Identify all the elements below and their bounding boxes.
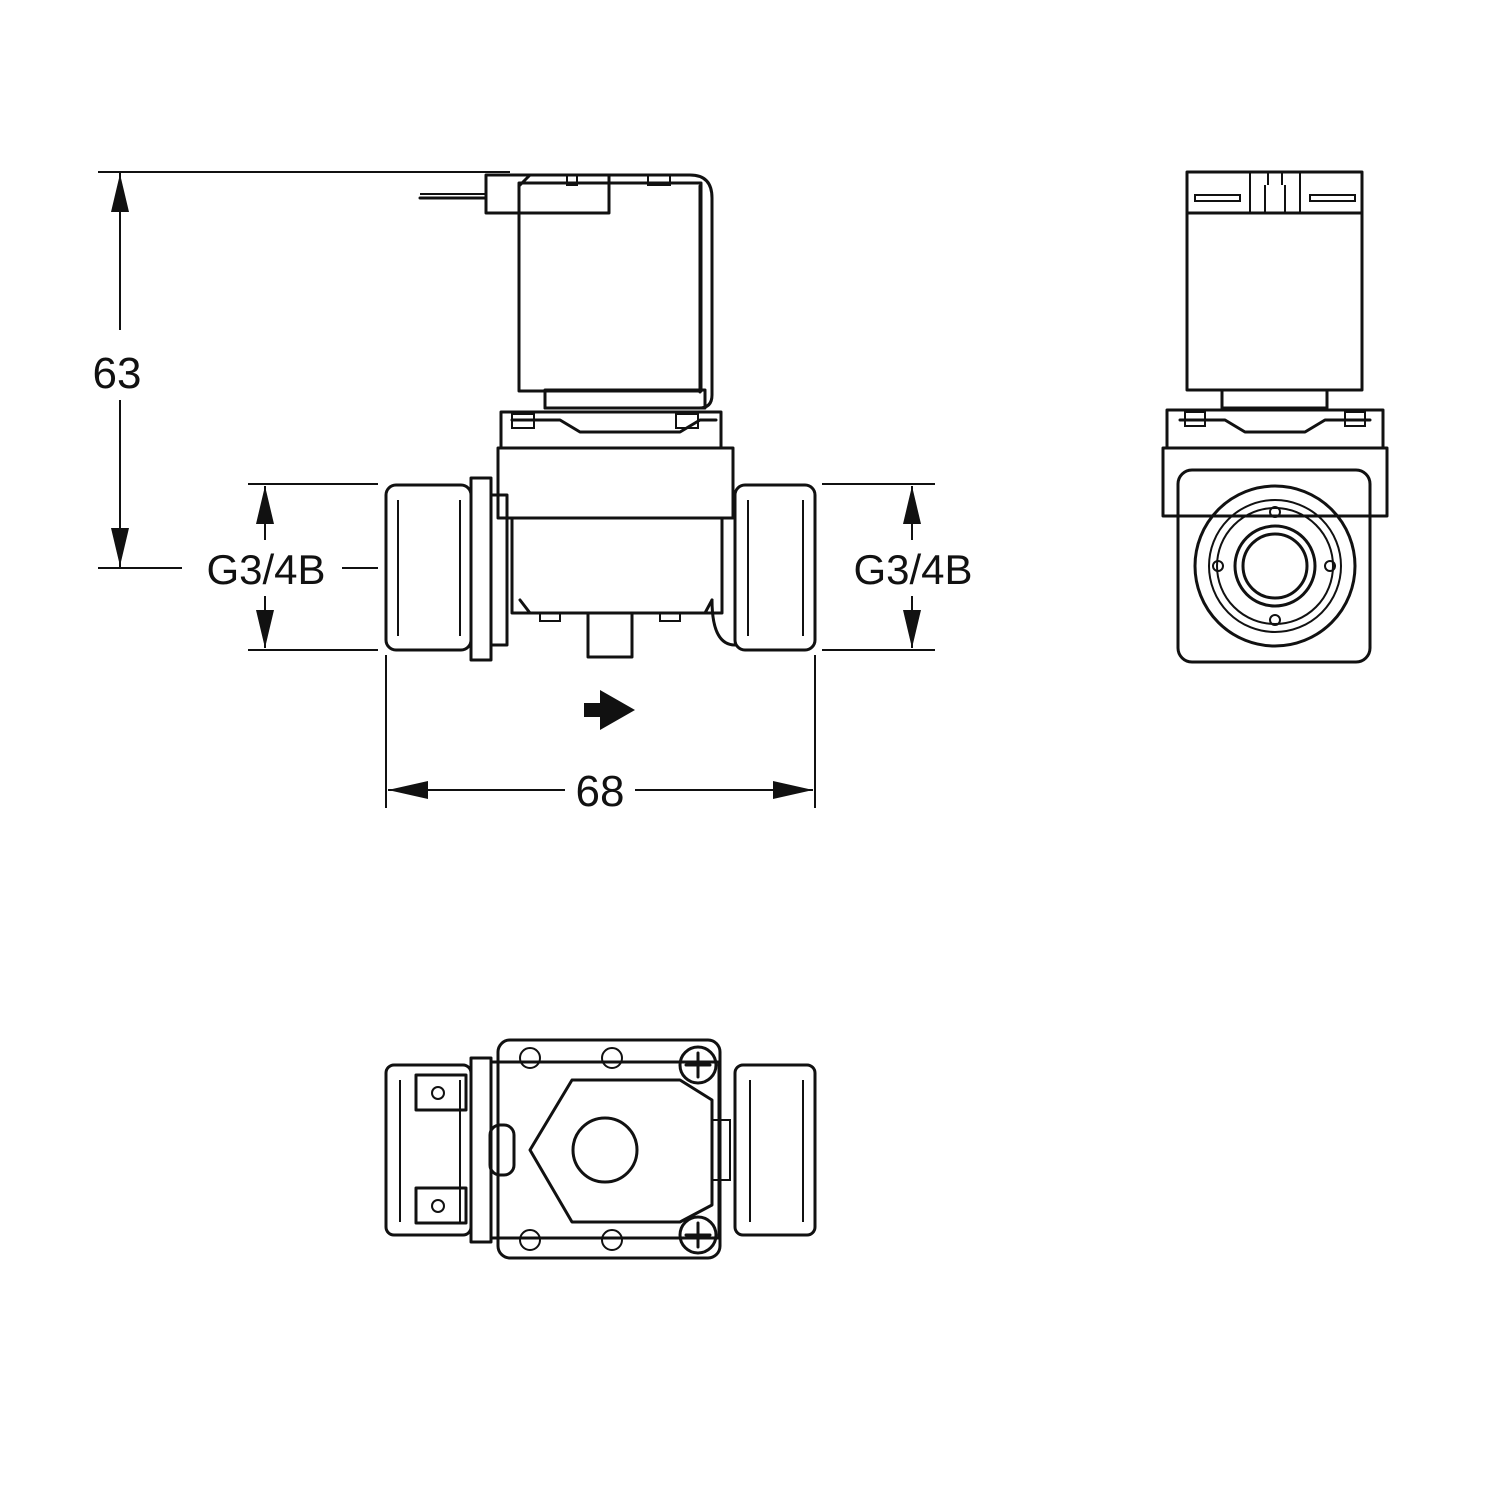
screw-icon <box>678 1045 718 1085</box>
spade-terminal-top <box>414 1073 468 1112</box>
dimension-height: 63 <box>93 171 510 569</box>
inlet-fitting <box>384 476 509 662</box>
spade-terminal-bottom <box>414 1186 468 1225</box>
top-view <box>384 1038 817 1260</box>
dimension-thread-right: G3/4B <box>822 483 973 651</box>
outlet-fitting <box>710 483 817 652</box>
dimension-thread-left: G3/4B <box>206 483 378 651</box>
front-view <box>384 173 817 730</box>
port-outer-ring <box>1193 484 1357 648</box>
side-view <box>1161 170 1389 664</box>
solenoid-coil <box>418 173 714 410</box>
coil-center-hole <box>571 1116 639 1184</box>
coil-cover <box>528 1078 714 1224</box>
height-label: 63 <box>93 349 142 398</box>
thread-right-label: G3/4B <box>853 546 972 593</box>
thread-left-label: G3/4B <box>206 546 325 593</box>
valve-body <box>496 446 735 659</box>
dimension-width: 68 <box>385 655 816 816</box>
flow-arrow-icon <box>584 690 635 730</box>
screw-icon <box>678 1215 718 1255</box>
port-bore <box>1241 532 1309 600</box>
width-label: 68 <box>576 767 625 816</box>
valve-neck <box>499 388 723 450</box>
